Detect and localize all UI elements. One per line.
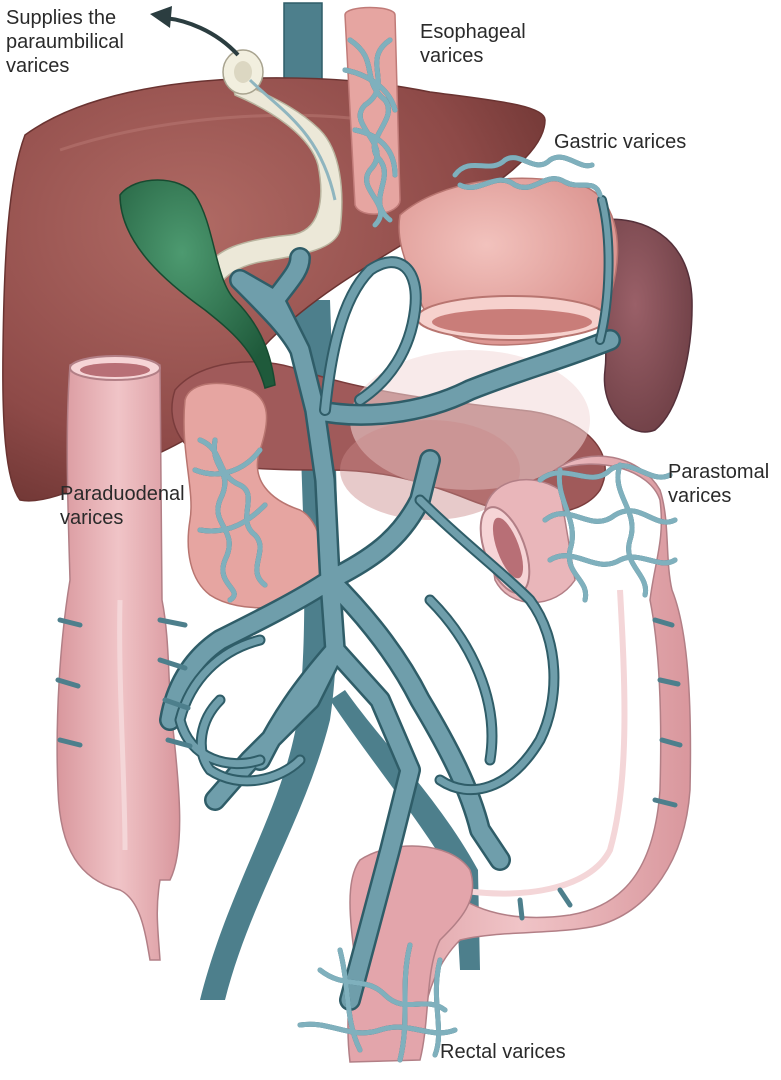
gallbladder bbox=[119, 179, 276, 389]
esophageal-varices-plexus bbox=[342, 37, 398, 228]
vena-cava bbox=[200, 2, 480, 1000]
arrow-icon bbox=[150, 6, 240, 57]
parastomal-varices-plexus bbox=[537, 462, 678, 603]
stomach bbox=[398, 177, 619, 346]
label-parastomal: Parastomal varices bbox=[668, 461, 770, 507]
label-rectal: Rectal varices bbox=[440, 1041, 566, 1063]
ascending-colon bbox=[56, 355, 181, 961]
portal-vein-system bbox=[159, 195, 621, 1011]
gastric-varices-plexus bbox=[452, 154, 603, 198]
colon-marginal-veins bbox=[55, 617, 683, 921]
label-gastric: Gastric varices bbox=[554, 131, 687, 153]
label-paraumbilical: Supplies the paraumbilical varices bbox=[6, 7, 124, 77]
pancreas bbox=[171, 350, 606, 520]
label-esophageal: Esophageal varices bbox=[420, 21, 526, 67]
label-paraduodenal: Paraduodenal varices bbox=[60, 483, 185, 529]
paraduodenal-varices-plexus bbox=[192, 437, 268, 603]
rectal-varices-plexus bbox=[297, 942, 458, 1063]
esophagus bbox=[344, 6, 401, 215]
